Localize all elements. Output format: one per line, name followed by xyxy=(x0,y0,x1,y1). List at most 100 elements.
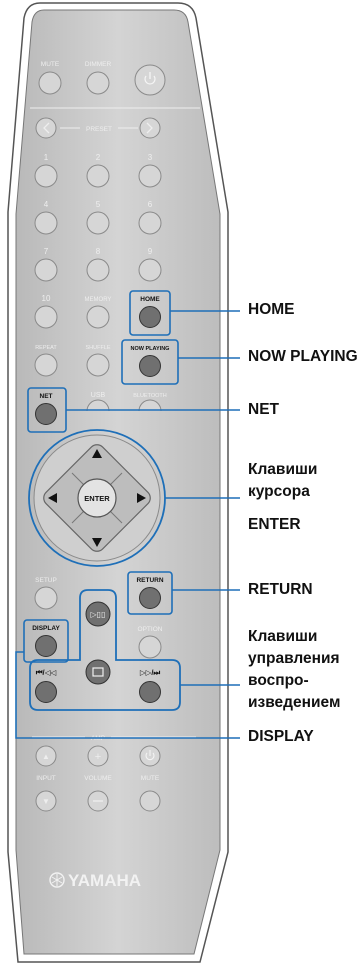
mute-amp-button[interactable] xyxy=(139,790,161,812)
num2-button[interactable] xyxy=(86,164,110,188)
num8-button[interactable] xyxy=(86,258,110,282)
cursor-left-button[interactable] xyxy=(48,493,57,503)
input-label: INPUT xyxy=(36,775,56,782)
stop-icon xyxy=(92,667,104,677)
num1-label: 1 xyxy=(44,153,49,162)
skip-forward-icon: ▷▷/⏭ xyxy=(140,668,162,677)
mute-label: MUTE xyxy=(41,61,60,68)
num10-label: 10 xyxy=(42,294,51,303)
num7-label: 7 xyxy=(44,247,49,256)
chevron-left-icon xyxy=(43,122,50,134)
callout-display: DISPLAY xyxy=(248,728,314,745)
display-label: DISPLAY xyxy=(32,625,60,632)
preset-next-button[interactable] xyxy=(139,117,161,139)
chevron-up-icon: ▲ xyxy=(42,752,50,761)
return-label: RETURN xyxy=(136,577,163,584)
now-playing-button[interactable] xyxy=(139,355,161,377)
bluetooth-label: BLUETOOTH xyxy=(133,393,167,399)
usb-label: USB xyxy=(91,392,106,399)
play-pause-icon: ▷▯▯ xyxy=(91,610,106,619)
volume-label: VOLUME xyxy=(84,775,112,782)
num7-button[interactable] xyxy=(34,258,58,282)
skip-back-button[interactable] xyxy=(35,681,57,703)
shuffle-button[interactable] xyxy=(86,353,110,377)
callout-lines xyxy=(15,310,240,739)
plus-icon: + xyxy=(95,751,101,763)
callout-cursor-line1: Клавиши xyxy=(248,461,318,478)
callout-playback-line3: воспро- xyxy=(248,672,309,689)
enter-label: ENTER xyxy=(84,494,110,503)
num4-button[interactable] xyxy=(34,211,58,235)
num6-button[interactable] xyxy=(138,211,162,235)
cursor-down-button[interactable] xyxy=(92,538,102,547)
num4-label: 4 xyxy=(44,200,49,209)
input-down-button[interactable] xyxy=(35,790,57,812)
now-playing-label: NOW PLAYING xyxy=(131,346,170,352)
input-up-button[interactable] xyxy=(35,745,57,767)
skip-forward-button[interactable] xyxy=(139,681,161,703)
return-highlight xyxy=(127,571,173,615)
skip-back-icon: ⏮/◁◁ xyxy=(36,668,57,677)
preset-prev-button[interactable] xyxy=(35,117,57,139)
option-button[interactable] xyxy=(138,635,162,659)
callout-playback-line2: управления xyxy=(248,650,340,667)
num5-label: 5 xyxy=(96,200,101,209)
mute-button[interactable] xyxy=(38,71,62,95)
usb-button[interactable] xyxy=(86,399,110,412)
display-button[interactable] xyxy=(35,635,57,657)
num10-button[interactable] xyxy=(34,305,58,329)
yamaha-logo: YAMAHA xyxy=(49,871,141,890)
num3-label: 3 xyxy=(148,153,153,162)
home-button[interactable] xyxy=(139,306,161,328)
home-highlight xyxy=(129,290,171,336)
num2-label: 2 xyxy=(96,153,101,162)
play-pause-button[interactable] xyxy=(85,601,111,627)
brand-label: YAMAHA xyxy=(68,871,141,890)
callout-net: NET xyxy=(248,401,279,418)
power-icon xyxy=(145,750,155,761)
memory-button[interactable] xyxy=(86,305,110,329)
callout-now-playing: NOW PLAYING xyxy=(248,348,358,365)
num5-button[interactable] xyxy=(86,211,110,235)
setup-label: SETUP xyxy=(35,577,57,584)
num8-label: 8 xyxy=(96,247,101,256)
chevron-right-icon xyxy=(146,122,153,134)
repeat-label: REPEAT xyxy=(35,345,57,351)
callout-enter: ENTER xyxy=(248,516,301,533)
stop-button[interactable] xyxy=(85,659,111,685)
dimmer-button[interactable] xyxy=(86,71,110,95)
callout-playback-line4: изведением xyxy=(248,694,341,711)
num3-button[interactable] xyxy=(138,164,162,188)
callout-playback-line1: Клавиши xyxy=(248,628,318,645)
setup-button[interactable] xyxy=(34,586,58,610)
num6-label: 6 xyxy=(148,200,153,209)
net-button[interactable] xyxy=(35,403,57,425)
enter-button[interactable] xyxy=(77,478,117,518)
option-label: OPTION xyxy=(138,626,163,633)
home-label: HOME xyxy=(140,296,160,303)
num9-button[interactable] xyxy=(138,258,162,282)
mute-amp-label: MUTE xyxy=(141,775,160,782)
now-playing-highlight xyxy=(121,339,179,385)
callout-home: HOME xyxy=(248,301,295,318)
chevron-down-icon: ▼ xyxy=(42,797,50,806)
cursor-right-button[interactable] xyxy=(137,493,146,503)
num9-label: 9 xyxy=(148,247,153,256)
power-icon xyxy=(144,72,156,85)
power-button[interactable] xyxy=(134,64,166,96)
callout-cursor-line2: курсора xyxy=(248,483,310,500)
num1-button[interactable] xyxy=(34,164,58,188)
repeat-button[interactable] xyxy=(34,353,58,377)
preset-label: PRESET xyxy=(86,126,112,133)
display-highlight xyxy=(23,619,69,663)
shuffle-label: SHUFFLE xyxy=(85,345,110,351)
return-button[interactable] xyxy=(139,587,161,609)
dimmer-label: DIMMER xyxy=(85,61,112,68)
volume-up-button[interactable] xyxy=(87,745,109,767)
net-label: NET xyxy=(40,393,53,400)
callout-return: RETURN xyxy=(248,581,313,598)
bluetooth-button[interactable] xyxy=(138,399,162,412)
cursor-up-button[interactable] xyxy=(92,449,102,458)
memory-label: MEMORY xyxy=(85,297,112,303)
